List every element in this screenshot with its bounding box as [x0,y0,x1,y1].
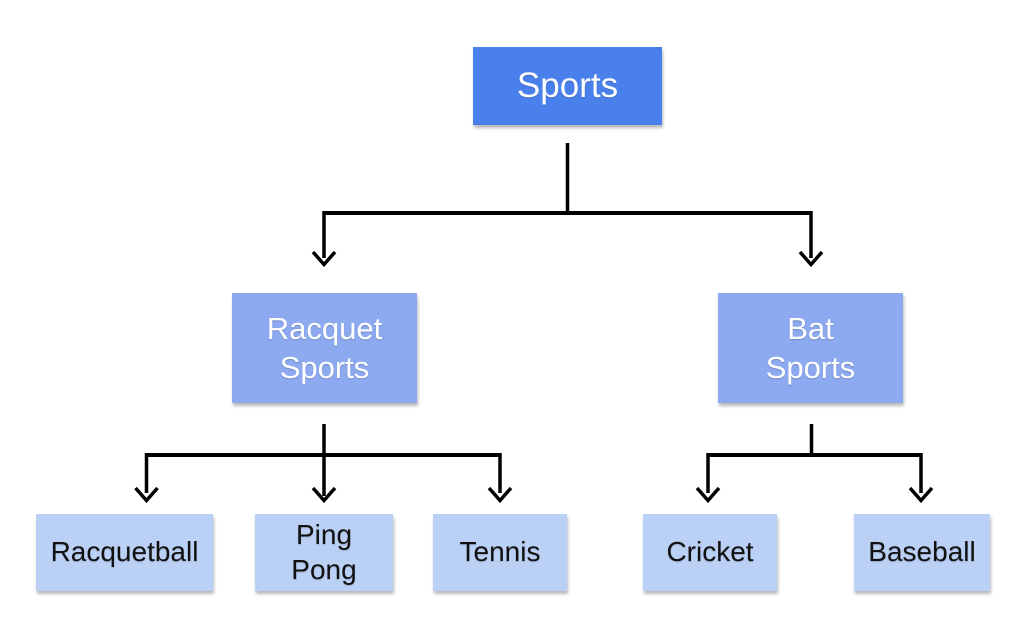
arrow-down-icon [311,250,337,268]
tree-node-tennis: Tennis [433,514,567,591]
node-label: Tennis [459,536,541,568]
node-label: Ping Pong [291,519,357,585]
tree-node-sports: Sports [473,47,662,125]
arrow-down-icon [908,486,934,504]
arrow-down-icon [487,486,513,504]
arrow-down-icon [311,486,337,504]
node-label: Baseball [868,536,976,568]
node-label: Cricket [666,536,754,568]
node-label: Sports [516,66,619,105]
node-label: Bat Sports [765,310,856,385]
tree-node-racquet-sports: Racquet Sports [232,293,417,403]
connector-bat-children [695,424,934,504]
node-label: Racquetball [50,536,199,568]
tree-node-bat-sports: Bat Sports [718,293,903,403]
tree-node-racquetball: Racquetball [36,514,213,591]
arrow-down-icon [695,486,721,504]
tree-node-cricket: Cricket [643,514,777,591]
arrow-down-icon [798,250,824,268]
tree-node-ping-pong: Ping Pong [255,514,393,591]
node-label: Racquet Sports [266,310,383,385]
tree-node-baseball: Baseball [854,514,990,591]
connector-sports-children [311,143,824,268]
connector-racquet-children [134,424,513,504]
arrow-down-icon [134,486,159,504]
